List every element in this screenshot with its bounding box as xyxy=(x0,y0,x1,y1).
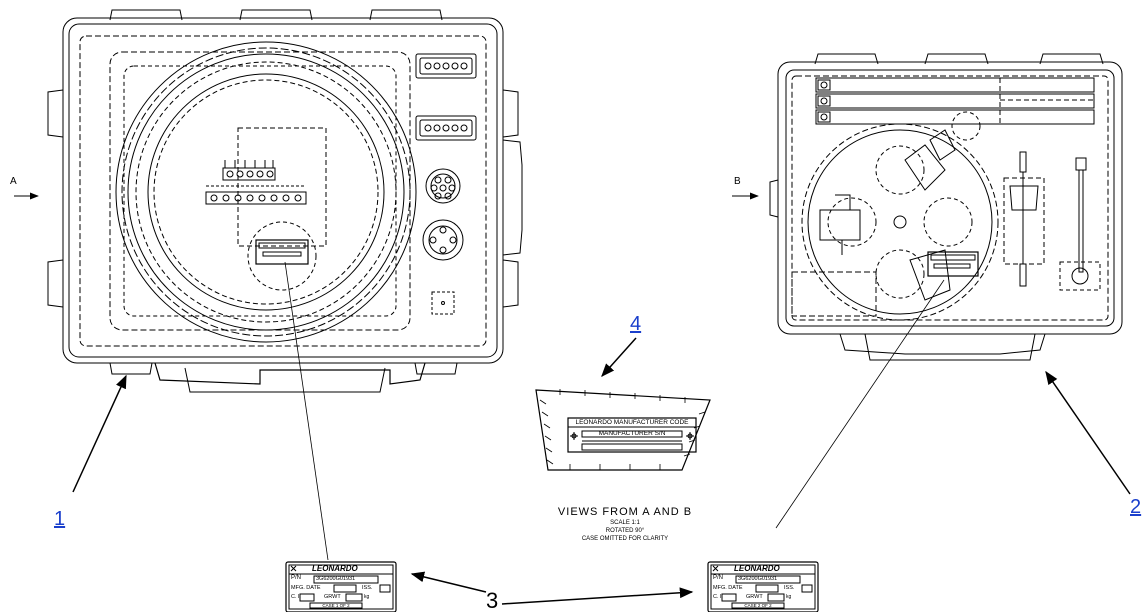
views-caption-scale: SCALE 1:1 xyxy=(610,520,640,526)
nameplate-2-kg: kg xyxy=(786,594,792,600)
terminal-block-upper xyxy=(222,160,276,181)
nameplate-1-grwt-label: GRWT xyxy=(324,594,341,600)
nameplate-2-ci-label: C. I. xyxy=(713,594,724,600)
manufacturer-code-label: LEONARDO MANUFACTURER CODE xyxy=(575,419,689,426)
callout-2-link[interactable]: 2 xyxy=(1130,496,1142,518)
terminal-block-lower xyxy=(205,185,307,205)
nameplate-1-kg: kg xyxy=(364,594,370,600)
nameplate-1-ci-label: C. I. xyxy=(291,594,302,600)
views-caption-title: VIEWS FROM A AND B xyxy=(557,506,693,518)
case-1-drawing xyxy=(47,9,523,393)
nameplate-2-case-label: CASE 2 OF 2 xyxy=(744,603,772,608)
nameplate-1-pn-label: P/N xyxy=(291,575,302,581)
detail-pointer-lines xyxy=(284,261,945,561)
connector-strip-bottom xyxy=(415,115,477,141)
manufacturer-sn-label: MANUFACTURER S/N xyxy=(598,430,666,437)
connector-strip-top xyxy=(415,53,477,79)
nameplate-case-2 xyxy=(707,561,819,612)
view-mark-a: A xyxy=(10,176,17,187)
nameplate-2-iss-label: ISS. xyxy=(784,585,795,591)
nameplate-1-mfg-label: MFG. DATE xyxy=(291,585,321,591)
tool-rails xyxy=(815,77,1095,125)
nameplate-2-mfg-label: MFG. DATE xyxy=(713,585,743,591)
manufacturer-plate-drawing xyxy=(535,389,711,471)
callout-4-link[interactable]: 4 xyxy=(630,313,642,335)
case-2-drawing xyxy=(769,53,1123,361)
nameplate-1-brand: LEONARDO xyxy=(312,564,358,573)
nameplate-2-pn-value: 3G6200G01931 xyxy=(738,576,778,582)
nameplate-1-case-label: CASE 1 OF 2 xyxy=(322,603,350,608)
nameplate-1-iss-label: ISS. xyxy=(362,585,373,591)
nameplate-2-brand: LEONARDO xyxy=(734,564,780,573)
callout-1-link[interactable]: 1 xyxy=(54,508,66,530)
nameplate-2-grwt-label: GRWT xyxy=(746,594,763,600)
nameplate-1-pn-value: 3G6200G01931 xyxy=(316,576,356,582)
view-mark-b: B xyxy=(734,176,741,187)
callout-3-label: 3 xyxy=(486,588,499,613)
nameplate-case-1 xyxy=(285,561,397,612)
leader-lines xyxy=(14,192,1131,605)
views-caption-rotated: ROTATED 90° xyxy=(605,528,645,534)
views-caption-note: CASE OMITTED FOR CLARITY xyxy=(581,536,669,542)
nameplate-2-pn-label: P/N xyxy=(713,575,724,581)
